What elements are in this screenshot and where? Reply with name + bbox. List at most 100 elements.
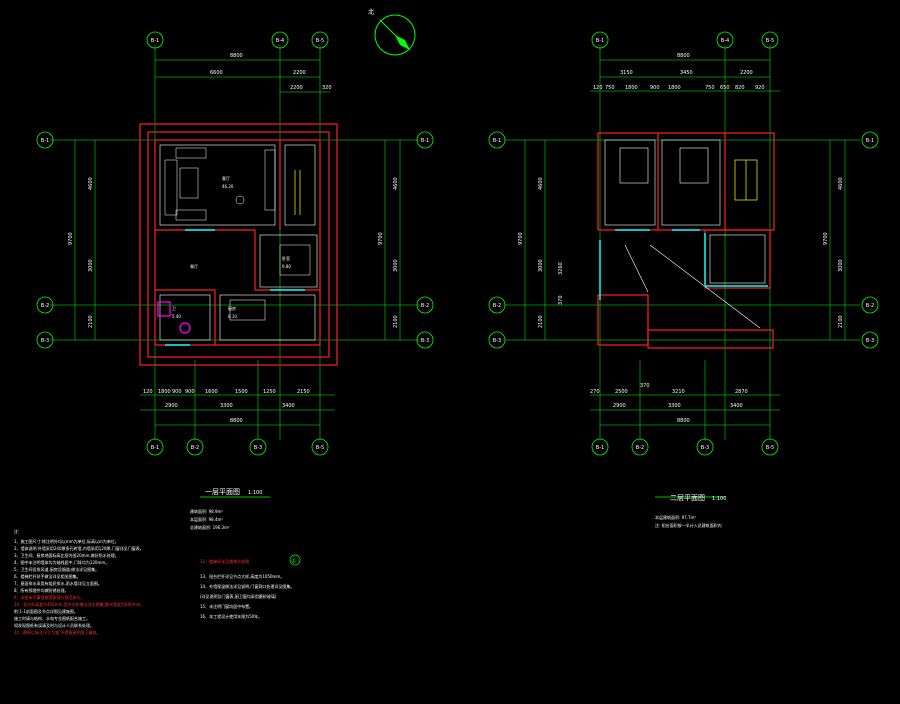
note-left-4: 5、卫生间设排风道,厨房设烟道,做法详见图集。 <box>14 567 100 572</box>
plan1-axis-right-1-label: B-2 <box>421 303 429 309</box>
note-left-1: 2、墙体说明:外墙采用240厚多孔砖墙,内墙采用120厚,门窗详见门窗表。 <box>14 546 144 551</box>
plan2-dim-bd-1: 2500 <box>615 389 628 395</box>
plan1-room-0: 客厅 <box>222 175 230 181</box>
plan2-axis-right-1: B-2 <box>861 296 879 314</box>
plan2-axis-left-2-label: B-3 <box>493 338 501 344</box>
plan2-dim-td-4: 1800 <box>668 85 681 91</box>
plan1-axis-right-2: B-3 <box>416 331 434 349</box>
plan1-dim-bottom-2: 3400 <box>282 403 295 409</box>
plan1-axis-left-1: B-2 <box>36 296 54 314</box>
plan2-dim-td-3: 900 <box>650 85 660 91</box>
plan1-axis-left-0: B-1 <box>36 131 54 149</box>
plan2-dim-bd-0: 270 <box>590 389 600 395</box>
plan2-axis-top-1: B-4 <box>716 31 734 49</box>
plan2-axis-left-2: B-3 <box>488 331 506 349</box>
plan2-dim-td-6: 650 <box>720 85 730 91</box>
plan1-area-1: 9.80 <box>282 264 291 269</box>
notes-mid-header: 12、楼梯间详见楼梯大样图 <box>200 559 250 564</box>
plan2-dim-side-r-1: 3000 <box>838 259 844 272</box>
note-left-3: 4、图中未注明墙体均为轴线居中,门垛均为120mm。 <box>14 560 110 565</box>
plan1-stat-1: 本层面积: 98.4m² <box>190 516 223 522</box>
plan2-dim-td-7: 820 <box>735 85 745 91</box>
plan1-axis-left-2: B-3 <box>36 331 54 349</box>
note-left-red-0: 9、本图未尽事宜按国家现行规范执行。 <box>14 595 85 600</box>
plan2-dim-side-r-0: 4600 <box>838 177 844 190</box>
plan2-dim-top-1: 3450 <box>680 70 693 76</box>
plan2-axis-bottom-3-label: B-5 <box>766 445 774 451</box>
plan2-dim-td-2: 1800 <box>625 85 638 91</box>
plan2-axis-bottom-2-label: B-3 <box>701 445 709 451</box>
plan1-axis-right-0-label: B-1 <box>421 138 429 144</box>
plan2-axis-top-0-label: B-1 <box>596 38 604 44</box>
plan2-dim-sd-0: 3260 <box>558 262 564 275</box>
plan1-scale: 1:100 <box>248 490 262 496</box>
plan1-axis-bottom-1-label: B-2 <box>191 445 199 451</box>
plan1-area-0: 46.20 <box>222 184 234 189</box>
note-mid-1: 14、外墙保温做法详见说明,门窗洞口处理详见图集。 <box>200 584 295 589</box>
plan1-axis-top-2-label: B-5 <box>316 38 324 44</box>
plan1-room-3: 卫 <box>172 306 176 311</box>
plan1-dim-top-0: 6600 <box>210 70 223 76</box>
plan1-interior <box>159 144 318 341</box>
plan2-dim-top-0: 3150 <box>620 70 633 76</box>
plan1-axis-bottom-2-label: B-3 <box>254 445 262 451</box>
plan1-axis-bottom-1: B-2 <box>186 438 204 456</box>
plan2-axis-left-1-label: B-2 <box>493 303 501 309</box>
note-left-5: 6、楼梯栏杆扶手做法详见相关图集。 <box>14 574 81 579</box>
north-arrow-icon: 北 <box>368 8 416 56</box>
plan1-room-2: 厨房 <box>228 305 236 311</box>
plan1-dim-detail-6: 1250 <box>263 389 276 395</box>
plan2-axis-grid <box>505 45 860 440</box>
notes-mid-list: 13、阳台栏杆详见节点大样,高度为1050mm。 14、外墙保温做法详见说明,门… <box>200 572 294 622</box>
note-left-7: 8、所有预埋件均做防锈处理。 <box>14 588 69 593</box>
plan1-dim-bottom-1: 3300 <box>220 403 233 409</box>
note-mid-0: 13、阳台栏杆详见节点大样,高度为1050mm。 <box>200 574 285 579</box>
plan2-title: 二层平面图 <box>670 494 705 502</box>
detail-badge-icon: ① <box>289 554 301 566</box>
plan1-dim-side-r-0: 4600 <box>393 177 399 190</box>
plan1-stat-2: 总建筑面积: 196.3m² <box>190 524 230 530</box>
note-left-2: 3、卫生间、厨房地面标高比室内低20mm,做好防水处理。 <box>14 553 119 558</box>
plan1-dim-bottom-total: 8800 <box>230 418 243 424</box>
plan2-dim-sd-1: 370 <box>558 295 564 305</box>
note-mid-2: (详见说明及门窗表,厨卫窗均采用磨砂玻璃) <box>200 594 277 599</box>
plan1-dim-side-r-1: 3000 <box>393 259 399 272</box>
plan1-axis-left-0-label: B-1 <box>41 138 49 144</box>
plan2-axis-bottom-1: B-2 <box>631 438 649 456</box>
plan2-axis-left-0: B-1 <box>488 131 506 149</box>
plan2-axis-right-0: B-1 <box>861 131 879 149</box>
plan2-axis-right-2: B-3 <box>861 331 879 349</box>
plan1-area-3: 5.40 <box>172 314 181 319</box>
plan1-dim-top-1: 2200 <box>293 70 306 76</box>
note-left-red-1: 10、室内外高差为450mm,室外台阶做法详见图集,散水宽度为800mm。 <box>14 602 145 607</box>
plan2-dim-td-0: 120 <box>593 85 603 91</box>
plan1-axis-right-0: B-1 <box>416 131 434 149</box>
plan1-axis-grid <box>50 45 420 440</box>
note-left-red-2: 附:1-1剖面图及节点详图见建施图。 <box>14 609 78 614</box>
plan1-dim-detail-4: 1600 <box>205 389 218 395</box>
plan2-dim-bottom-total: 8800 <box>677 418 690 424</box>
plan2-axis-bubbles-top: B-1 B-4 B-5 <box>591 31 779 49</box>
plan1-dim-detail-3: 900 <box>185 389 195 395</box>
plan1-axis-right-1: B-2 <box>416 296 434 314</box>
note-left-white-1: 如发现图纸有误请及时与设计人员联系处理。 <box>14 623 94 628</box>
detail-badge-label: ① <box>291 558 296 565</box>
plan1-dimension-texts: 8800 6600 2200 2200 320 2900 3300 3400 8… <box>143 53 332 424</box>
plan2-dim-td-1: 750 <box>605 85 615 91</box>
plan1-axis-bottom-0: B-1 <box>146 438 164 456</box>
note-left-0: 1、施工图尺寸:除注明外均以mm为单位,标高以m为单位。 <box>14 539 119 544</box>
note-left-6: 7、屋面排水采用有组织排水,雨水管详见立面图。 <box>14 581 102 586</box>
plan2-axis-right-1-label: B-2 <box>866 303 874 309</box>
first-floor-plan: B-1B-4B-5 B-1B-2B-3B-5 B-1B-1B-2B-2B-3B-… <box>36 31 434 530</box>
notes-header: 注: <box>14 529 20 534</box>
plan2-axis-top-2: B-5 <box>761 31 779 49</box>
plan2-dim-bd-2: 370 <box>640 383 650 389</box>
plan2-dim-top-total: 8800 <box>677 53 690 59</box>
note-mid-4: 16、本工程设计使用年限为50年。 <box>200 614 263 619</box>
plan2-dim-top-2: 2200 <box>740 70 753 76</box>
plan1-dim-detail-2: 900 <box>172 389 182 395</box>
plan1-dim-side-r-2: 2100 <box>393 315 399 328</box>
